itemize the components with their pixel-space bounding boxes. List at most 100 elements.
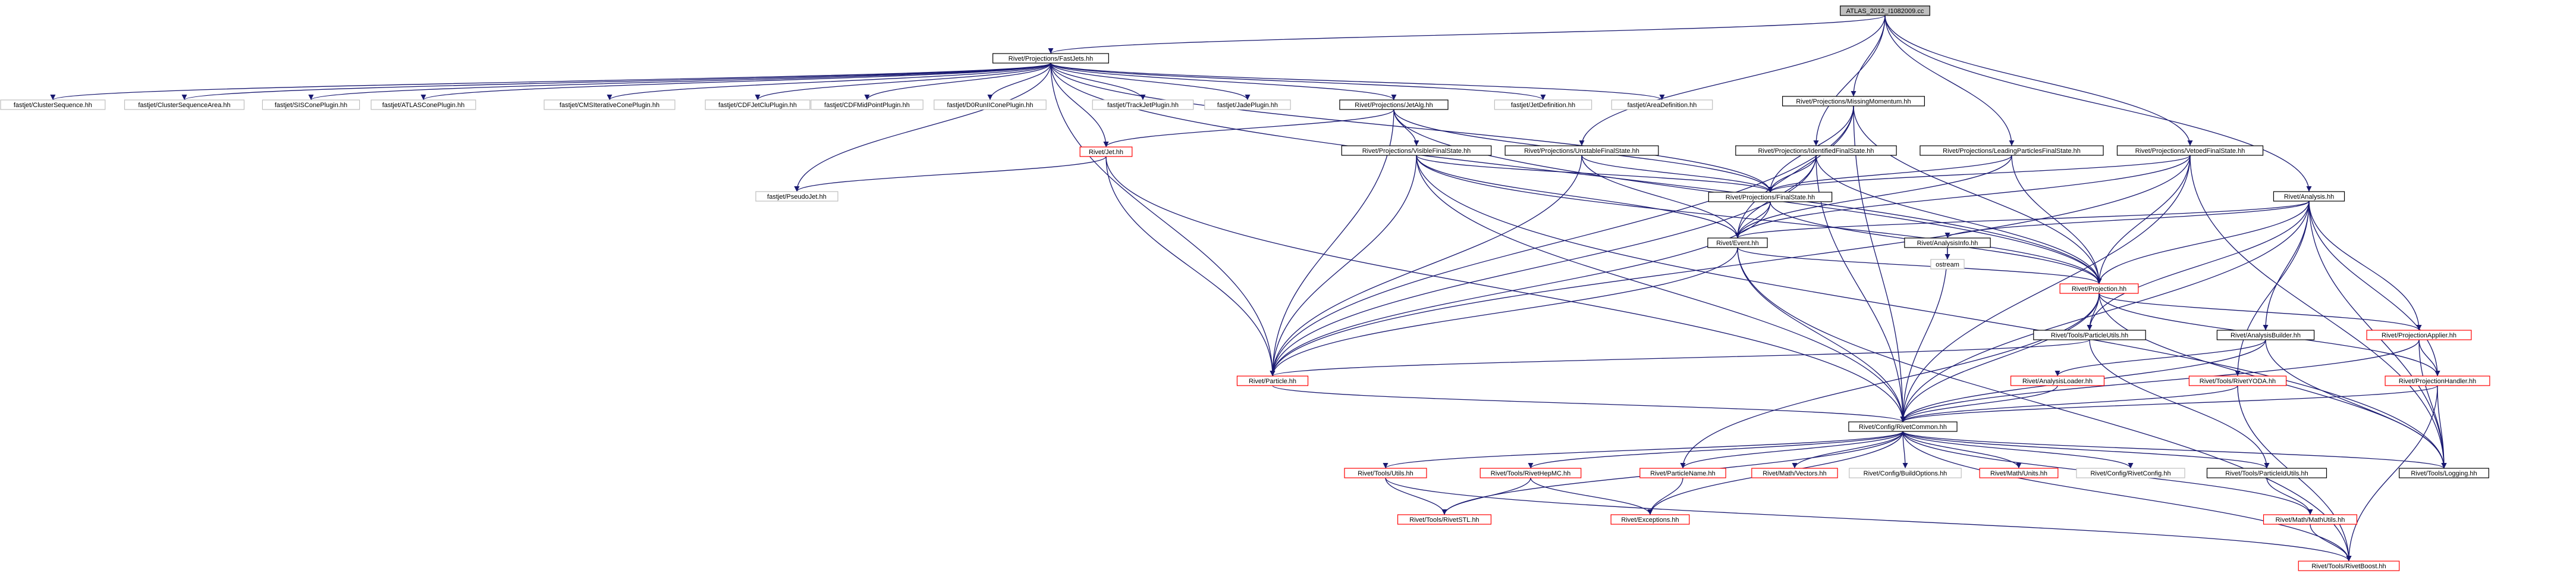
node-atlas-2012-i1082009-cc[interactable]: ATLAS_2012_I1082009.cc: [1840, 5, 1930, 16]
node-rivet-analysisloader-hh[interactable]: Rivet/AnalysisLoader.hh: [2010, 375, 2105, 386]
edge-arrow: [1050, 62, 1397, 101]
node-rivet-config-rivetcommon-hh[interactable]: Rivet/Config/RivetCommon.hh: [1848, 421, 1958, 432]
node-rivet-tools-rivetboost-hh[interactable]: Rivet/Tools/RivetBoost.hh: [2298, 561, 2400, 571]
node-box: [2206, 468, 2327, 478]
node-rivet-analysisinfo-hh[interactable]: Rivet/AnalysisInfo.hh: [1904, 237, 1991, 248]
node-rivet-projectionhandler-hh[interactable]: Rivet/ProjectionHandler.hh: [2385, 375, 2490, 386]
edge-arrow: [1853, 105, 2102, 284]
node-fastjet-jetdefinition-hh: fastjet/JetDefinition.hh: [1494, 99, 1592, 110]
edge-arrow: [1900, 339, 2420, 422]
node-rivet-projection-hh[interactable]: Rivet/Projection.hh: [2059, 283, 2139, 294]
edge-arrow: [1416, 155, 1741, 239]
edge-arrow: [1815, 155, 2102, 284]
node-box: [2298, 561, 2400, 571]
node-rivet-projections-visiblefinalstate-hh[interactable]: Rivet/Projections/VisibleFinalState.hh: [1341, 145, 1492, 156]
node-box: [1236, 375, 1309, 386]
node-rivet-math-units-hh[interactable]: Rivet/Math/Units.hh: [1979, 468, 2059, 478]
edge-arrow: [1902, 431, 2134, 469]
edge-arrow: [1270, 155, 1582, 377]
node-label: fastjet/CDFJetCluPlugin.hh: [718, 102, 797, 109]
edge-arrow: [794, 156, 1107, 192]
node-label: Rivet/Tools/RivetSTL.hh: [1409, 516, 1479, 524]
edge-arrow: [308, 62, 1051, 101]
edge-arrow: [1272, 385, 1906, 422]
node-rivet-event-hh[interactable]: Rivet/Event.hh: [1707, 237, 1768, 248]
node-rivet-analysisbuilder-hh[interactable]: Rivet/AnalysisBuilder.hh: [2216, 330, 2315, 340]
node-label: Rivet/Particle.hh: [1249, 378, 1296, 385]
edge-arrow: [1902, 431, 2447, 469]
edge-arrow: [181, 62, 1051, 101]
node-rivet-projectionapplier-hh[interactable]: Rivet/ProjectionApplier.hh: [2366, 330, 2472, 340]
node-box: [1479, 468, 1582, 478]
edge-arrow: [1270, 247, 1738, 377]
edge-arrow: [1270, 155, 2191, 377]
node-rivet-tools-utils-hh[interactable]: Rivet/Tools/Utils.hh: [1344, 468, 1427, 478]
edge-arrow: [1737, 247, 1906, 422]
node-label: Rivet/Jet.hh: [1089, 149, 1123, 156]
node-box: [2385, 375, 2490, 386]
node-label: Rivet/Projections/VetoedFinalState.hh: [2135, 148, 2245, 155]
edge-arrow: [2418, 339, 2440, 377]
node-rivet-projections-unstablefinalstate-hh[interactable]: Rivet/Projections/UnstableFinalState.hh: [1504, 145, 1659, 156]
node-box: [811, 99, 923, 110]
edge-arrow: [1416, 155, 2102, 284]
edge-arrow: [1416, 155, 1906, 422]
edge-arrow: [1383, 431, 1903, 469]
node-rivet-math-mathutils-hh[interactable]: Rivet/Math/MathUtils.hh: [2263, 514, 2358, 525]
node-box: [1610, 514, 1690, 525]
edge-arrow: [1647, 477, 1683, 515]
node-label: Rivet/Projection.hh: [2072, 286, 2126, 293]
edge-arrow: [607, 62, 1051, 101]
edge-arrow: [1441, 477, 1531, 515]
edge-arrow: [1900, 385, 2058, 422]
node-rivet-tools-rivetstl-hh[interactable]: Rivet/Tools/RivetSTL.hh: [1397, 514, 1492, 525]
node-label: Rivet/Math/Vectors.hh: [1763, 470, 1827, 477]
node-rivet-jet-hh[interactable]: Rivet/Jet.hh: [1079, 146, 1133, 157]
node-box: [2273, 191, 2345, 202]
edge-arrow: [1270, 155, 1817, 377]
node-rivet-projections-leadingparticlesfinalstate-hh[interactable]: Rivet/Projections/LeadingParticlesFinalS…: [1920, 145, 2104, 156]
edge-arrow: [1050, 62, 1146, 101]
node-rivet-exceptions-hh[interactable]: Rivet/Exceptions.hh: [1610, 514, 1690, 525]
edge-arrow: [1792, 431, 1903, 469]
node-box: [1494, 99, 1592, 110]
node-rivet-tools-particleutils-hh[interactable]: Rivet/Tools/ParticleUtils.hh: [2033, 330, 2146, 340]
node-box: [1840, 5, 1930, 16]
edge-arrow: [1944, 201, 2310, 239]
edge-arrow: [1735, 105, 1854, 239]
node-label: Rivet/Math/Units.hh: [1990, 470, 2047, 477]
edge-arrow: [987, 62, 1051, 101]
node-rivet-projections-missingmomentum-hh[interactable]: Rivet/Projections/MissingMomentum.hh: [1782, 96, 1925, 107]
node-rivet-analysis-hh[interactable]: Rivet/Analysis.hh: [2273, 191, 2345, 202]
edge-arrow: [2189, 155, 2447, 469]
node-rivet-projections-jetalg-hh[interactable]: Rivet/Projections/JetAlg.hh: [1339, 99, 1449, 110]
node-rivet-tools-logging-hh[interactable]: Rivet/Tools/Logging.hh: [2399, 468, 2489, 478]
node-rivet-projections-fastjets-hh[interactable]: Rivet/Projections/FastJets.hh: [992, 53, 1109, 64]
node-rivet-tools-rivethepmc-hh[interactable]: Rivet/Tools/RivetHepMC.hh: [1479, 468, 1582, 478]
node-label: fastjet/ClusterSequenceArea.hh: [138, 102, 230, 109]
node-rivet-math-vectors-hh[interactable]: Rivet/Math/Vectors.hh: [1751, 468, 1838, 478]
edge-arrow: [2054, 339, 2266, 377]
node-rivet-particlename-hh[interactable]: Rivet/ParticleName.hh: [1639, 468, 1726, 478]
edge-arrow: [2096, 201, 2310, 284]
node-box: [1904, 237, 1991, 248]
node-fastjet-jadeplugin-hh: fastjet/JadePlugin.hh: [1204, 99, 1291, 110]
edge-arrow: [1050, 62, 1251, 101]
node-box: [1204, 99, 1291, 110]
node-rivet-particle-hh[interactable]: Rivet/Particle.hh: [1236, 375, 1309, 386]
node-label: Rivet/Config/RivetCommon.hh: [1859, 424, 1947, 431]
edge-arrow: [2087, 201, 2310, 331]
edge-arrow: [1270, 201, 1771, 377]
node-rivet-projections-vetoedfinalstate-hh[interactable]: Rivet/Projections/VetoedFinalState.hh: [2116, 145, 2264, 156]
edge-arrow: [420, 62, 1051, 101]
node-rivet-projections-finalstate-hh[interactable]: Rivet/Projections/FinalState.hh: [1708, 192, 1833, 202]
edge-arrow: [1416, 155, 1773, 193]
node-label: Rivet/Config/BuildOptions.hh: [1864, 470, 1947, 477]
node-label: fastjet/TrackJetPlugin.hh: [1107, 102, 1179, 109]
edge-arrow: [1416, 155, 2447, 469]
node-box: [934, 99, 1047, 110]
edge-arrow: [2346, 385, 2438, 562]
node-rivet-projections-identifiedfinalstate-hh[interactable]: Rivet/Projections/IdentifiedFinalState.h…: [1735, 145, 1897, 156]
node-rivet-tools-rivetyoda-hh[interactable]: Rivet/Tools/RivetYODA.hh: [2188, 375, 2287, 386]
node-rivet-tools-particleidutils-hh[interactable]: Rivet/Tools/ParticleIdUtils.hh: [2206, 468, 2327, 478]
